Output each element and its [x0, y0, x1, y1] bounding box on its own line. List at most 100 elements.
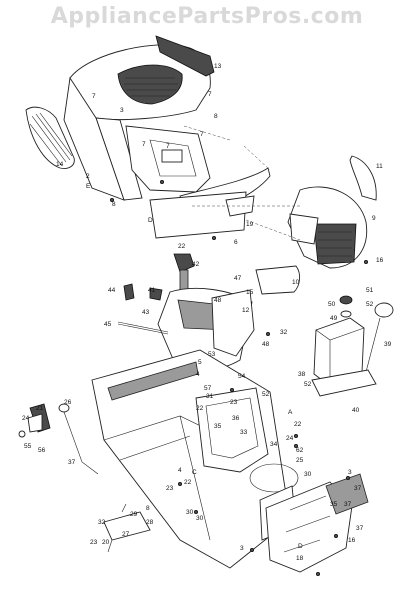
callout: 29	[130, 511, 138, 518]
callout: 22	[196, 405, 204, 412]
callout: 33	[240, 429, 248, 436]
callout: C	[192, 469, 197, 476]
callout: 7	[92, 93, 96, 100]
callout: 22	[184, 479, 192, 486]
side-bezel[interactable]	[349, 155, 377, 201]
callout: 14	[56, 161, 64, 168]
callout: 3	[240, 545, 244, 552]
callout: 47	[234, 275, 242, 282]
tank-bracket[interactable]	[311, 369, 377, 397]
callout: 43	[142, 309, 150, 316]
callout: 56	[38, 447, 46, 454]
callout: 52	[304, 381, 312, 388]
callout: 6	[234, 239, 238, 246]
front-grille[interactable]	[287, 186, 368, 269]
callout: 21	[36, 405, 44, 412]
callout: 38	[298, 371, 306, 378]
callout: 35	[214, 423, 222, 430]
callout: 30	[196, 515, 204, 522]
callout: 36	[232, 415, 240, 422]
grille-insert[interactable]	[25, 106, 75, 169]
callout: 32	[98, 519, 106, 526]
callout: 22	[294, 421, 302, 428]
callout: 31	[206, 393, 214, 400]
lower-linkage[interactable]	[103, 503, 151, 553]
callout: 39	[384, 341, 392, 348]
dash-panel[interactable]	[157, 287, 255, 371]
callout: 32	[280, 329, 288, 336]
callout: 23	[166, 485, 174, 492]
callout: 16	[348, 537, 356, 544]
brake-pedal-assembly[interactable]	[18, 403, 99, 475]
callout: D	[148, 217, 153, 224]
callout: 11	[376, 163, 383, 170]
callout: 37	[68, 459, 76, 466]
callout: 7	[166, 143, 170, 150]
callout: 10	[292, 279, 300, 286]
callout: 35	[330, 501, 338, 508]
front-axle-support[interactable]	[265, 473, 369, 573]
watermark: AppliancePartsPros.com	[50, 4, 364, 29]
callout: 30	[304, 471, 312, 478]
callout: 8	[214, 113, 218, 120]
callout: 7	[208, 91, 212, 98]
shift-knob[interactable]	[149, 287, 163, 301]
callout: 52	[262, 391, 270, 398]
throttle-bracket[interactable]	[123, 283, 135, 301]
hood-emblem-strip[interactable]	[155, 35, 215, 77]
callout: 28	[146, 519, 154, 526]
callout-labels: 13 7 7 8 7 7 7 3 14 2 E 8 D 6 19 11 9 10…	[22, 63, 392, 562]
headlight-cover[interactable]	[255, 265, 301, 295]
callout: 12	[242, 307, 250, 314]
callout: 50	[328, 301, 336, 308]
callout: 19	[246, 221, 254, 228]
callout: 8	[146, 505, 150, 512]
callout: 3	[348, 469, 352, 476]
callout: 27	[122, 531, 130, 538]
callout: 40	[352, 407, 360, 414]
callout: 48	[262, 341, 270, 348]
callout: A	[288, 409, 293, 416]
callout: 24	[22, 415, 30, 422]
callout: 30	[186, 509, 194, 516]
front-skirt[interactable]	[149, 167, 271, 239]
callout: 62	[296, 447, 304, 454]
callout: 3	[120, 107, 124, 114]
fuel-cap[interactable]	[365, 302, 394, 373]
callout: E	[86, 183, 91, 190]
callout: 9	[372, 215, 376, 222]
callout: 16	[376, 257, 384, 264]
callout: 15	[246, 289, 254, 296]
callout: 24	[286, 435, 294, 442]
callout: 26	[64, 399, 72, 406]
callout: 7	[142, 141, 146, 148]
callout: 57	[204, 385, 212, 392]
callout: 8	[112, 201, 116, 208]
callout: 22	[178, 243, 186, 250]
steering-column[interactable]	[173, 253, 195, 301]
hood[interactable]	[63, 44, 211, 201]
callout: 18	[296, 555, 304, 562]
fasteners	[110, 179, 368, 577]
callout: 23	[90, 539, 98, 546]
callout: 23	[230, 399, 238, 406]
hood-bracket[interactable]	[125, 125, 211, 193]
callout: 44	[108, 287, 116, 294]
seat-bracket[interactable]	[195, 387, 269, 473]
callout: 49	[330, 315, 338, 322]
callout: 53	[208, 351, 216, 358]
callout: 5	[198, 359, 202, 366]
callout: 37	[356, 525, 364, 532]
callout: 48	[214, 297, 222, 304]
fuel-line-45[interactable]	[117, 321, 169, 335]
callout: 37	[344, 501, 352, 508]
callout: 37	[354, 485, 362, 492]
callout: 2	[86, 173, 90, 180]
callout: 4	[196, 371, 200, 378]
callout: 7	[200, 131, 204, 138]
callout: 20	[102, 539, 110, 546]
callout: 42	[192, 261, 200, 268]
callout: 13	[214, 63, 222, 70]
